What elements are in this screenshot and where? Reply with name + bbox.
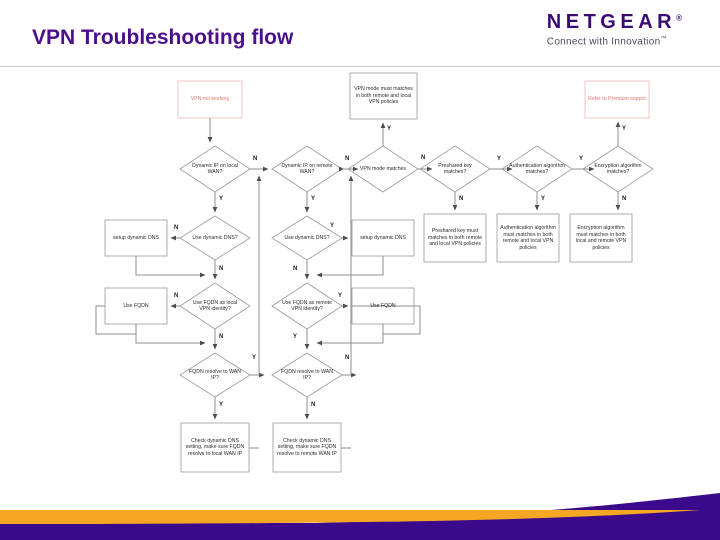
edge-label-y-2: Y [579,156,584,162]
edge-label-n-10: Y [338,293,343,299]
edge-label-y-6: Y [311,196,316,202]
edge-label-n-7: N [174,225,179,231]
edge-label-y-4: Y [622,126,627,132]
header-divider [0,66,720,67]
logo-tagline-text: Connect with Innovation [546,36,661,48]
registered-trademark-icon: ® [676,13,682,23]
edge-label-y-10: Y [293,334,298,340]
edge-label-n-12: N [311,402,316,408]
edge-label-y-8: N [293,266,298,272]
edge-label-y-1: Y [497,156,502,162]
edge-label-y-9: N [219,334,224,340]
edge-label-n-6: N [622,196,627,202]
edge-label-y-12: N [345,355,350,361]
edge-label-n-4: N [459,196,464,202]
edge-label-n-5: Y [541,196,546,202]
page-title: VPN Troubleshooting flow [32,26,294,49]
slide-header: VPN Troubleshooting flow NETGEAR® Connec… [0,0,720,68]
logo-wordmark: NETGEAR® [547,12,682,32]
logo-tagline: Connect with Innovation™ [547,36,682,47]
edge-label-y-7: N [219,266,224,272]
netgear-logo: NETGEAR® Connect with Innovation™ [547,12,682,47]
edge-label-n-9: N [174,293,179,299]
edge-label-y-11: Y [252,355,257,361]
edge-label-n-8: Y [330,223,335,229]
edge-label-y-3: Y [387,126,392,132]
trademark-icon: ™ [660,36,667,42]
edge-label-y-5: Y [219,196,224,202]
edge-label-n-11: Y [219,402,224,408]
vpn-troubleshooting-flowchart: VPN not working VPN mode must matches in… [0,68,720,493]
edge-label-n-3: N [421,155,426,161]
edge-label-n-1: N [253,156,258,162]
edge-label-n-2: N [345,156,350,162]
logo-wordmark-text: NETGEAR [546,11,677,33]
slide-footer: © 1996-2006 NETGEAR ®. All rights reserv… [0,493,720,540]
